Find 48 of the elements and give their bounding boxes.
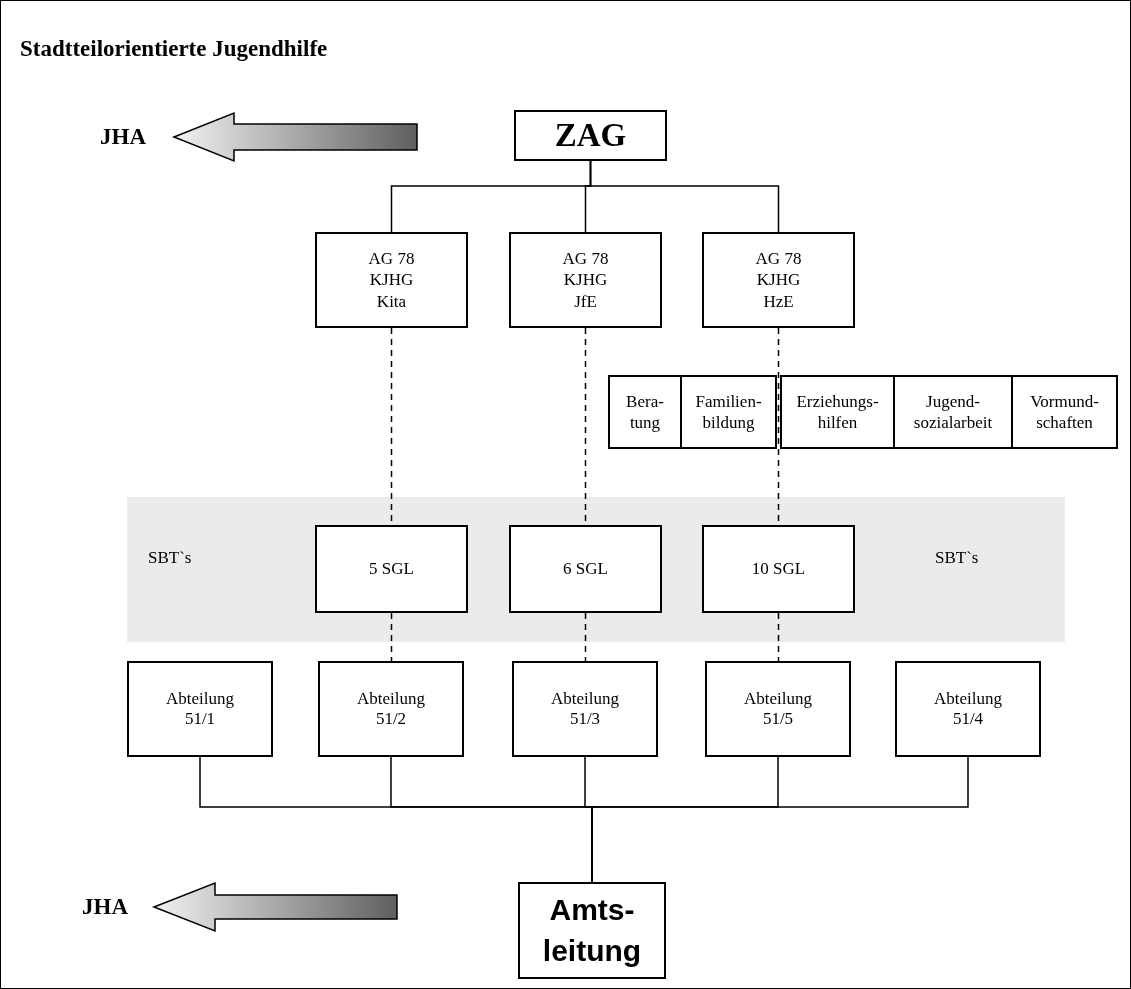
box-label: AG 78 KJHG JfE [561,248,610,312]
group-leader-box [702,525,855,613]
box-label: 5 SGL [369,558,414,580]
working-group-box [315,232,468,328]
management-box [518,882,666,979]
box-label: Bera- tung [626,390,664,434]
connector-line [589,160,780,233]
box-label: Abteilung 51/4 [934,688,1002,730]
block-arrow [172,111,418,163]
box-label: 10 SGL [751,558,806,580]
box-label: 6 SGL [563,558,608,580]
service-box [608,375,682,449]
service-box [1011,375,1118,449]
box-label: Erziehungs- hilfen [796,390,879,434]
group-leader-box [509,525,662,613]
block-arrow [151,881,398,933]
box-label: Jugend- sozialarbeit [913,390,993,434]
box-label: AG 78 KJHG HzE [754,248,803,312]
diagram-title: Stadtteilorientierte Jugendhilfe [20,36,328,62]
service-box [780,375,895,449]
band-label: SBT`s [935,548,979,569]
department-box [318,661,464,757]
box-label: Abteilung 51/1 [166,688,234,730]
department-box [895,661,1041,757]
district-band [127,497,1065,642]
dashed-connector [584,612,587,662]
dashed-connector [777,612,780,662]
department-box [127,661,273,757]
group-leader-box [315,525,468,613]
band-label: SBT`s [148,548,192,569]
working-group-box [509,232,662,328]
box-label: Abteilung 51/5 [744,688,812,730]
box-label: ZAG [554,115,627,155]
box-label: Abteilung 51/2 [357,688,425,730]
box-label: Vormund- schaften [1030,390,1099,434]
service-box [893,375,1013,449]
service-box [680,375,777,449]
box-label: AG 78 KJHG Kita [367,248,416,312]
department-box [705,661,851,757]
dashed-connector [390,612,393,662]
side-label: JHA [82,893,128,921]
department-box [512,661,658,757]
side-label: JHA [100,123,146,151]
working-group-box [702,232,855,328]
box-label: Abteilung 51/3 [551,688,619,730]
org-box [514,110,667,161]
box-label: Amts- leitung [542,892,642,969]
box-label: Familien- bildung [695,390,762,434]
